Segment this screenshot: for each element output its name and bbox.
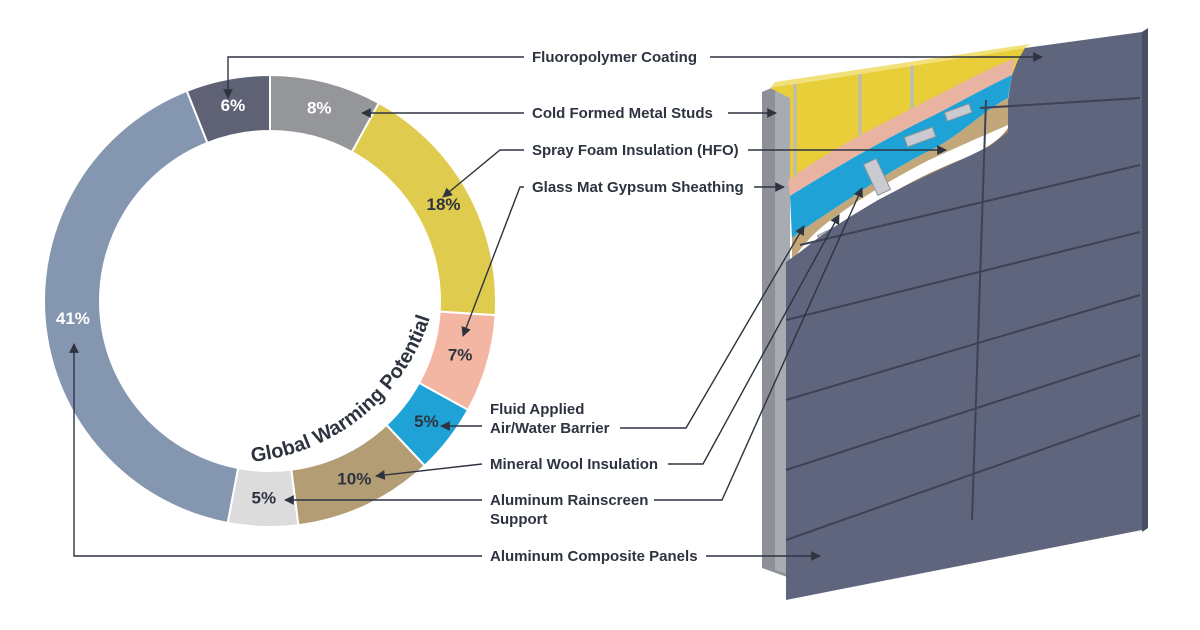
donut-slice-spray-foam-insulation-hfo- (350, 101, 497, 317)
donut-label-mineral-wool-insulation: 10% (337, 470, 371, 489)
donut-label-aluminum-composite-panels: 41% (56, 309, 90, 328)
callout-spray-foam: Spray Foam Insulation (HFO) (532, 142, 739, 159)
callout-labels: Fluoropolymer Coating Cold Formed Metal … (490, 49, 744, 565)
spray-foam-top-edge (770, 44, 1030, 88)
donut-slice-fluoropolymer-coating (185, 73, 271, 145)
wall-illustration (762, 28, 1148, 600)
composite-panel-surface (786, 32, 1142, 600)
callout-fluoropolymer: Fluoropolymer Coating (532, 49, 697, 66)
callout-mineral-wool: Mineral Wool Insulation (490, 456, 658, 473)
donut-label-fluid-applied-air-water-barrier: 5% (414, 412, 439, 431)
callout-composite-panels: Aluminum Composite Panels (490, 548, 698, 565)
callout-metal-studs: Cold Formed Metal Studs (532, 105, 713, 122)
donut-label-aluminum-rainscreen-support: 5% (251, 488, 276, 507)
callout-rainscreen-line1: Aluminum Rainscreen (490, 492, 648, 509)
gypsum-sheathing-layer (788, 58, 1015, 196)
donut-label-spray-foam-insulation-hfo-: 18% (426, 195, 460, 214)
donut-label-glass-mat-gypsum-sheathing: 7% (448, 346, 473, 365)
donut-slice-aluminum-composite-panels (43, 89, 240, 525)
callout-rainscreen-line2: Support (490, 511, 548, 528)
callout-barrier-line1: Fluid Applied (490, 401, 584, 418)
donut-label-cold-formed-metal-studs: 8% (307, 99, 332, 118)
leader-lines (69, 52, 1043, 561)
spray-foam-top (770, 48, 1025, 180)
mineral-wool-layer (792, 98, 1008, 262)
callout-barrier-line2: Air/Water Barrier (490, 420, 610, 437)
composite-panel-edge (1142, 28, 1148, 532)
panel-seams (785, 97, 1141, 541)
callout-gypsum: Glass Mat Gypsum Sheathing (532, 179, 744, 196)
donut-label-fluoropolymer-coating: 6% (221, 96, 246, 115)
